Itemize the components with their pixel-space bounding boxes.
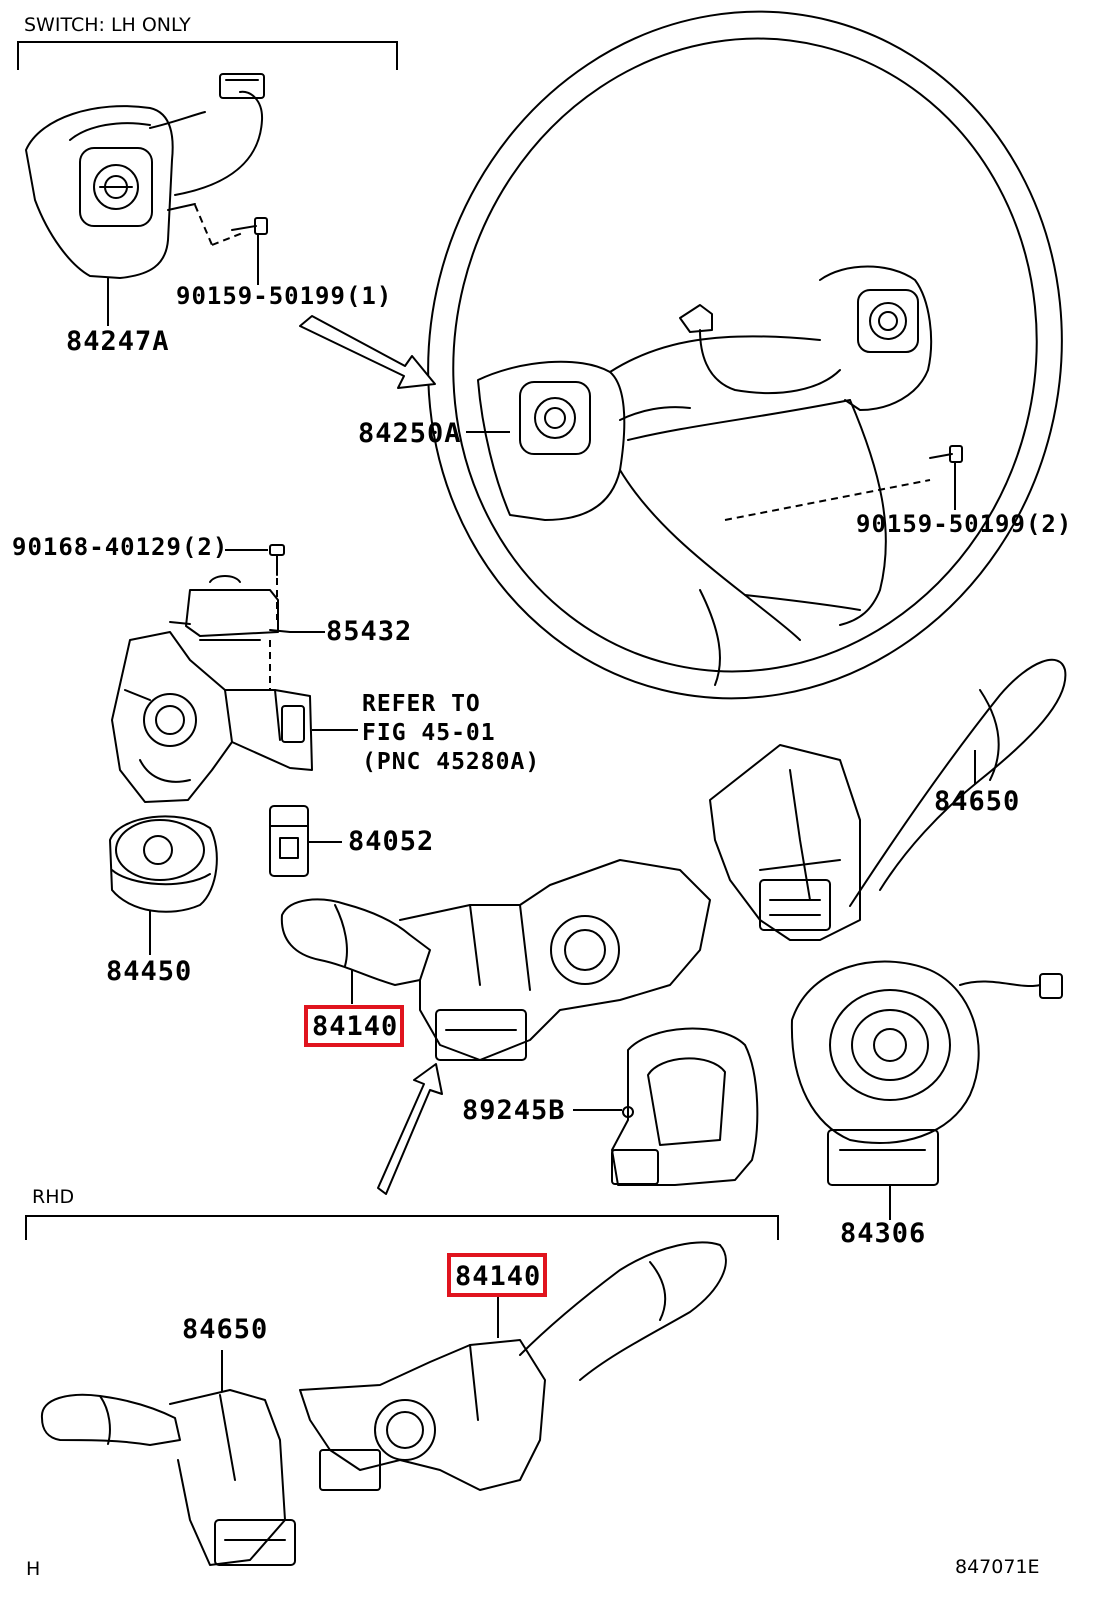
part-label-85432[interactable]: 85432: [326, 616, 413, 647]
part-label-89245b[interactable]: 89245B: [462, 1095, 566, 1126]
part-84450-drawing: [109, 815, 218, 913]
refer-to-fig-note[interactable]: REFER TO FIG 45-01 (PNC 45280A): [362, 691, 541, 775]
leader-dash-wheel-screw: [724, 479, 931, 521]
part-label-84140-lower[interactable]: 84140: [455, 1261, 542, 1292]
part-label-84250a[interactable]: 84250A: [358, 418, 462, 449]
part-label-84650-lower[interactable]: 84650: [182, 1314, 269, 1345]
part-label-84650-upper[interactable]: 84650: [934, 786, 1021, 817]
part-label-84247a[interactable]: 84247A: [66, 326, 170, 357]
leader-dash-84247a-screw2: [211, 231, 246, 246]
corner-code: H: [26, 1558, 41, 1580]
leader-dash-84247a-screw: [194, 204, 213, 246]
part-label-84052[interactable]: 84052: [348, 826, 435, 857]
part-84250a-steering-wheel-drawing: [427, 10, 1063, 700]
part-89245b-drawing: [611, 1027, 759, 1186]
part-84140-upper-drawing: [280, 859, 711, 1061]
note-rhd: RHD: [32, 1186, 75, 1208]
note-switch-lh-only: SWITCH: LH ONLY: [24, 14, 191, 36]
part-84052-drawing: [269, 805, 309, 877]
screw-90168-drawing: [269, 544, 285, 576]
screw-upper-left-drawing: [231, 217, 268, 235]
highlight-box-84140-lower: [447, 1253, 547, 1297]
diagram-id: 847071E: [955, 1556, 1040, 1578]
arrow-middle: [377, 1063, 443, 1195]
part-label-84140-upper[interactable]: 84140: [312, 1011, 399, 1042]
part-84247a-drawing: [25, 73, 265, 279]
part-label-90168-40129-2[interactable]: 90168-40129(2): [12, 533, 229, 561]
part-label-90159-50199-2[interactable]: 90159-50199(2): [856, 510, 1073, 538]
part-label-84306[interactable]: 84306: [840, 1218, 927, 1249]
part-84306-drawing: [790, 960, 1063, 1186]
lh-only-bracket: [17, 41, 398, 70]
rhd-bracket: [25, 1215, 779, 1240]
part-84140-lower-drawing: [299, 1241, 727, 1491]
highlight-box-84140-upper: [304, 1005, 404, 1047]
part-85432-drawing: [169, 575, 291, 641]
arrow-upper: [299, 315, 436, 389]
part-label-90159-50199-1[interactable]: 90159-50199(1): [176, 282, 393, 310]
part-84650-lower-drawing: [40, 1389, 296, 1566]
ignition-lock-housing-drawing: [111, 631, 313, 803]
part-label-84450[interactable]: 84450: [106, 956, 193, 987]
part-84650-upper-drawing: [709, 658, 1067, 941]
